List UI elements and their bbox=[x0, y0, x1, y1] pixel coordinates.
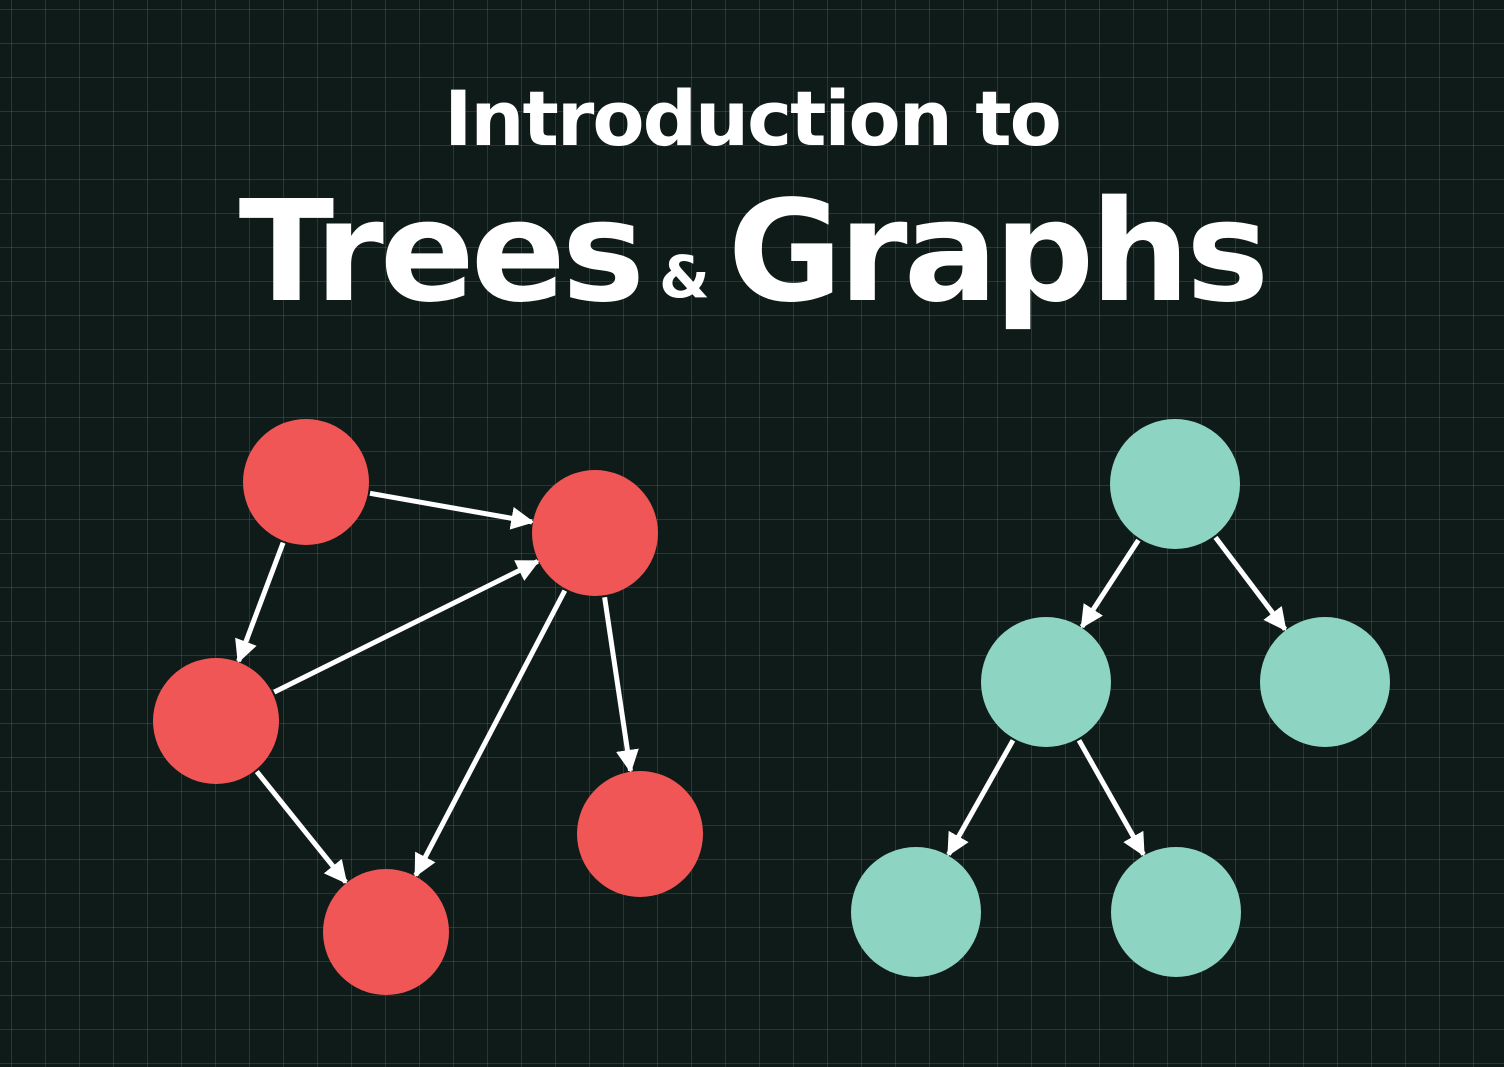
graph-edge-g3-g2 bbox=[273, 559, 540, 695]
graph-edge-g1-g3 bbox=[235, 541, 286, 664]
graph-node-g4 bbox=[323, 869, 449, 995]
title-trees-word: Trees bbox=[238, 171, 645, 334]
graph-node-g3 bbox=[153, 658, 279, 784]
tree-node-t3 bbox=[1260, 617, 1390, 747]
title-line-1: Introduction to bbox=[444, 74, 1062, 163]
tree-node-t1 bbox=[1110, 419, 1240, 549]
graph-edge-g3-g4 bbox=[254, 770, 348, 884]
title-ampersand: & bbox=[659, 243, 710, 312]
graph-edge-g2-g5 bbox=[602, 596, 639, 773]
title-graphs-word: Graphs bbox=[727, 171, 1270, 334]
tree-node-t5 bbox=[1111, 847, 1241, 977]
tree-node-t2 bbox=[981, 617, 1111, 747]
tree-node-t4 bbox=[851, 847, 981, 977]
title-line-2: Trees&Graphs bbox=[0, 178, 1504, 352]
graph-edge-g2-g4 bbox=[413, 589, 568, 878]
graph-node-g1 bbox=[243, 419, 369, 545]
edges-layer bbox=[235, 490, 1288, 884]
tree-edge-t1-t3 bbox=[1213, 535, 1288, 632]
tree-edge-t2-t5 bbox=[1076, 739, 1146, 857]
graph-edge-g1-g2 bbox=[369, 490, 535, 530]
graph-node-g5 bbox=[577, 771, 703, 897]
graph-node-g2 bbox=[532, 470, 658, 596]
nodes-layer bbox=[153, 419, 1390, 995]
tree-edge-t1-t2 bbox=[1079, 538, 1141, 629]
tree-edge-t2-t4 bbox=[946, 739, 1016, 857]
